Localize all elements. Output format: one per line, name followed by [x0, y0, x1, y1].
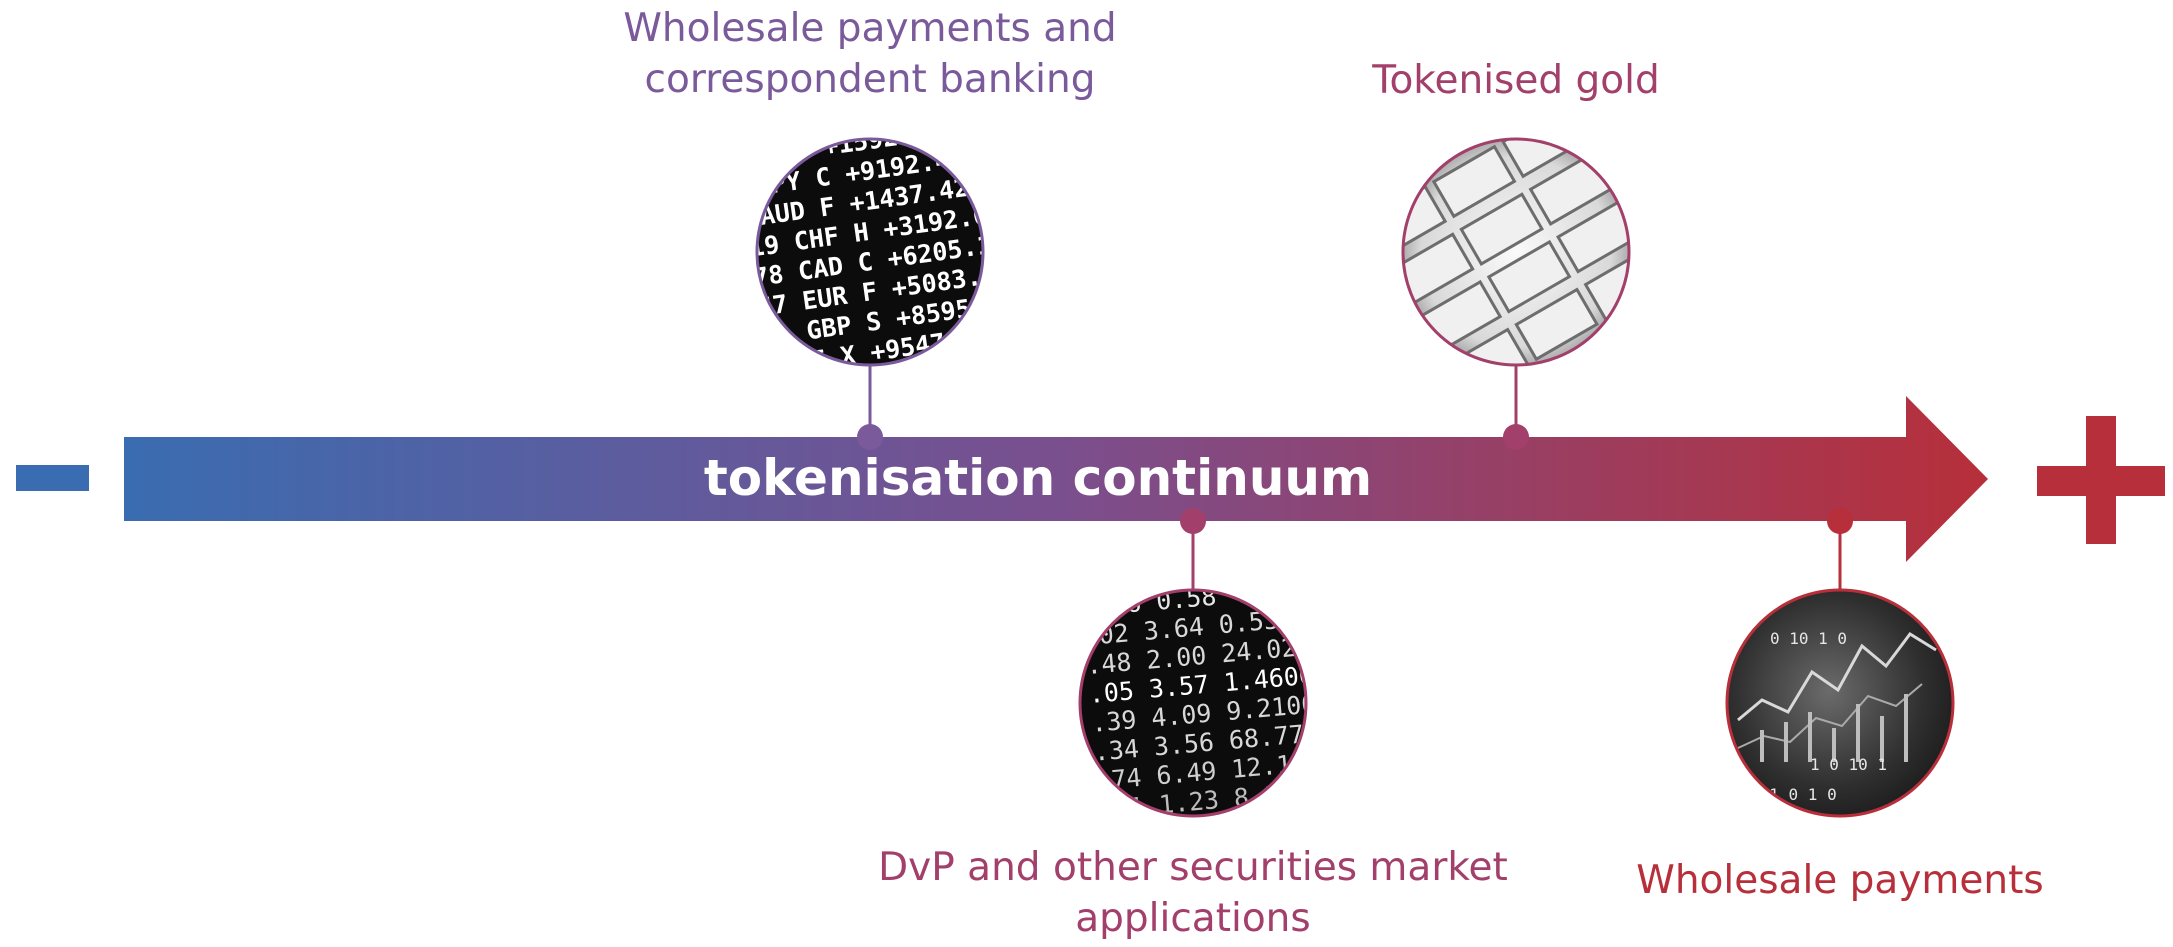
svg-text:0 1 0 1 0: 0 1 0 1 0 — [1750, 785, 1837, 804]
svg-text:1 0 10 1: 1 0 10 1 — [1810, 755, 1887, 774]
milestone-label-tokenised-gold: Tokenised gold — [1372, 58, 1660, 103]
connector-dot-1 — [857, 424, 883, 450]
stock-quotes-image: 1.56 0.58 .02 3.64 0.53 .48 2.00 24.02 .… — [1078, 582, 1315, 825]
currency-ticker-image: JPY C +1592.97 4 JPY C +9192.42 4 AUD F … — [742, 124, 997, 379]
connector-dot-2 — [1180, 508, 1206, 534]
milestone-label-dvp-securities: DvP and other securities market applicat… — [878, 845, 1508, 941]
gold-bars-image — [1401, 137, 1631, 367]
continuum-label: tokenisation continuum — [703, 449, 1373, 507]
digital-chart-image: 0 10 1 0 1 0 10 1 0 1 0 1 0 — [1725, 588, 1955, 818]
svg-text:0 10 1 0: 0 10 1 0 — [1770, 629, 1847, 648]
connector-dot-3 — [1503, 424, 1529, 450]
minus-symbol — [16, 465, 89, 491]
milestone-label-wholesale-payments: Wholesale payments — [1636, 858, 2044, 903]
connector-dot-4 — [1827, 508, 1853, 534]
plus-symbol-vertical — [2086, 416, 2116, 544]
milestone-label-wholesale-correspondent: Wholesale payments and correspondent ban… — [623, 6, 1117, 102]
